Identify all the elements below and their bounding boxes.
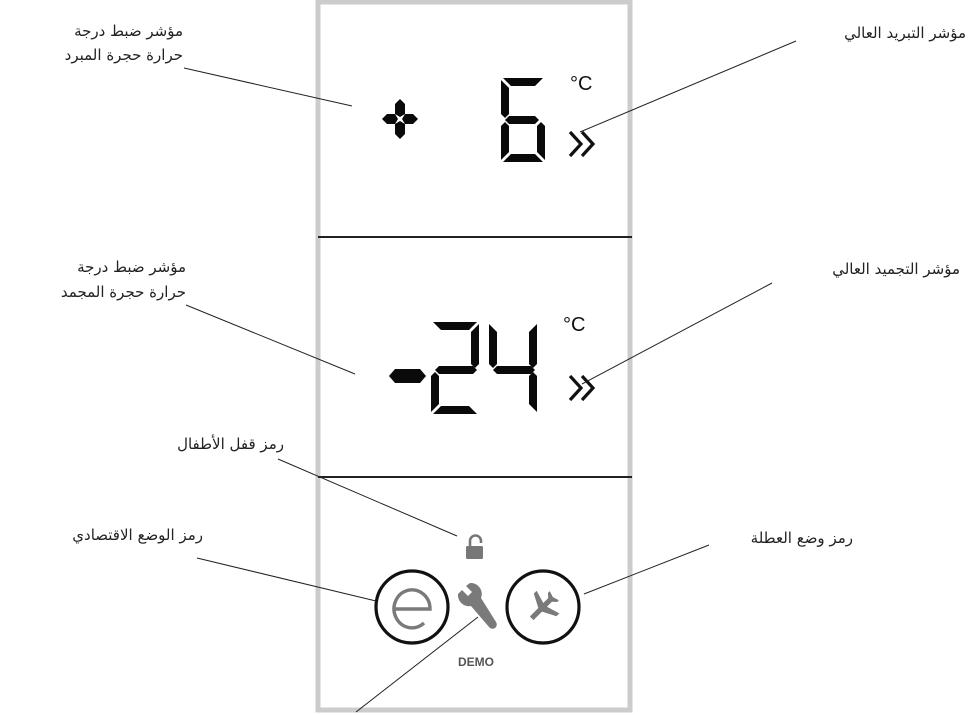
fridge-temperature-display: °C: [382, 73, 596, 162]
freezer-digit-4: [489, 324, 537, 412]
label-fridge-setting: مؤشر ضبط درجة حرارة حجرة المبرد: [65, 22, 183, 64]
label-super-cool: مؤشر التبريد العالي: [844, 24, 966, 43]
fridge-digit-6: [501, 78, 545, 162]
wrench-icon[interactable]: [457, 582, 497, 629]
freezer-digit-2: [431, 322, 479, 414]
demo-label: DEMO: [458, 655, 494, 669]
label-super-freeze: مؤشر التجميد العالي: [832, 260, 960, 279]
label-child-lock: رمز قفل الأطفال: [177, 434, 284, 453]
leader-child-lock: [277, 458, 458, 537]
label-eco-mode: رمز الوضع الاقتصادي: [72, 526, 203, 545]
leader-super-freeze: [581, 282, 773, 385]
fridge-unit: °C: [570, 73, 592, 95]
super-cool-chevrons-icon: [568, 130, 596, 158]
leader-super-cool: [579, 40, 797, 133]
super-freeze-chevrons-icon: [568, 374, 596, 402]
leader-eco-mode: [196, 557, 377, 602]
freezer-unit: °C: [563, 314, 585, 336]
leader-wrench: [355, 616, 479, 713]
leader-fridge-setting: [183, 67, 353, 107]
label-holiday-mode: رمز وضع العطلة: [751, 529, 853, 547]
leader-holiday-mode: [583, 544, 710, 595]
eco-e-icon[interactable]: [374, 569, 450, 645]
leader-freezer-setting: [185, 304, 356, 375]
freezer-sign-minus: [389, 369, 426, 383]
svg-text:حرارة حجرة المجمد: حرارة حجرة المجمد: [61, 283, 186, 301]
airplane-icon[interactable]: [505, 569, 581, 645]
label-freezer-setting: مؤشر ضبط درجة حرارة حجرة المجمد: [61, 258, 186, 301]
svg-text:مؤشر ضبط درجة: مؤشر ضبط درجة: [74, 22, 183, 40]
lock-icon: [466, 534, 483, 559]
svg-text:حرارة حجرة المبرد: حرارة حجرة المبرد: [65, 46, 183, 64]
svg-text:مؤشر ضبط درجة: مؤشر ضبط درجة: [77, 258, 186, 276]
freezer-temperature-display: °C: [389, 314, 596, 414]
fridge-sign-plus: [382, 99, 418, 139]
